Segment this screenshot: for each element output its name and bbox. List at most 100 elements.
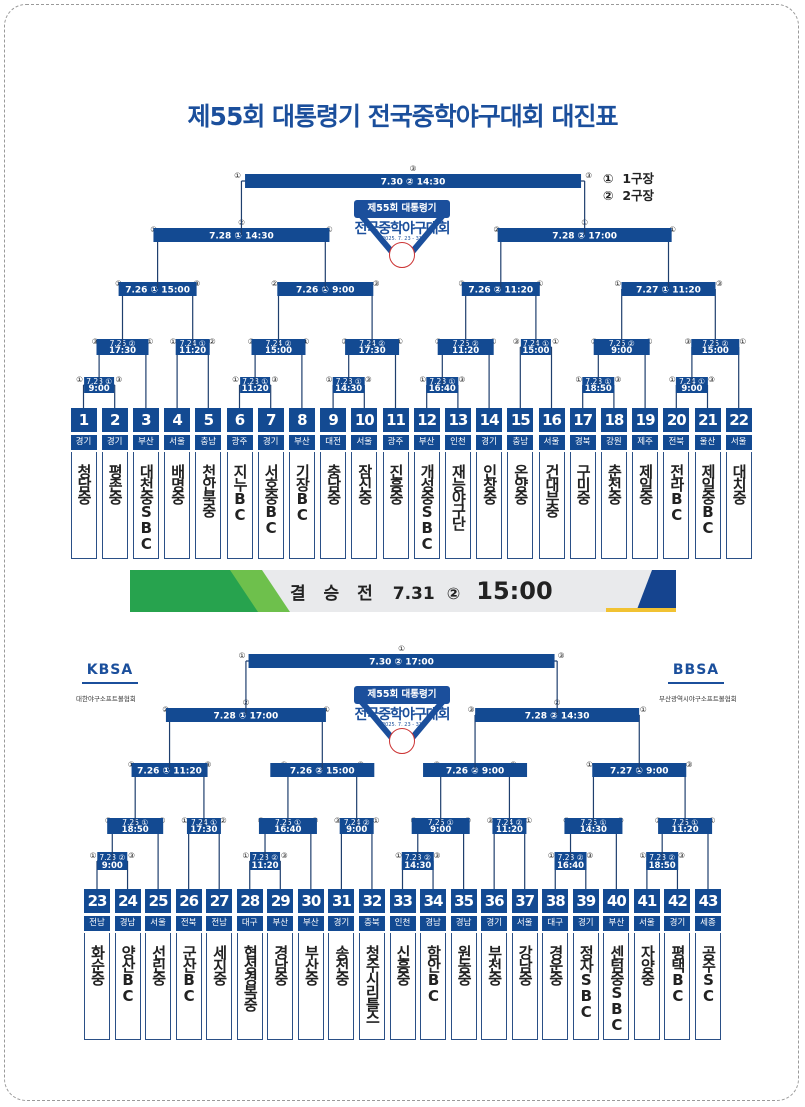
- field-mark: ①: [640, 705, 647, 714]
- match-time: 11:20: [496, 825, 523, 835]
- field-mark: ①: [396, 337, 403, 346]
- team-name: 정자SBC: [577, 945, 596, 1019]
- team-number: 32: [358, 889, 385, 913]
- match-time: 16:40: [274, 825, 301, 835]
- team-name: 공주SC: [699, 945, 718, 1003]
- team-region: 전북: [663, 435, 690, 450]
- team-number: 4: [164, 408, 191, 432]
- team-name-box: 선린중: [145, 933, 172, 1040]
- field-mark: ①: [525, 816, 532, 825]
- team-region: 경기: [481, 916, 508, 931]
- team-region: 광주: [226, 435, 253, 450]
- team-name-box: 청담중: [70, 452, 97, 559]
- field-mark: ②: [271, 279, 278, 288]
- legend-item-1: ① 1구장: [603, 171, 655, 186]
- team-number: 38: [542, 889, 569, 913]
- team-name-box: 대치중: [725, 452, 752, 559]
- team-name: 재능야구단: [449, 464, 468, 529]
- field-mark: ③: [341, 337, 348, 346]
- field-mark: ①: [398, 644, 405, 653]
- field-mark: ③: [686, 760, 693, 769]
- tournament-emblem: 제55회 대통령기 전국중학야구대회 2025. 7. 23 - 31: [342, 186, 462, 271]
- team-name: 부천중: [485, 945, 504, 984]
- match-time: 18:50: [122, 825, 149, 835]
- field-mark: ③: [205, 760, 212, 769]
- field-mark: ①: [181, 816, 188, 825]
- field-mark: ①: [640, 851, 647, 860]
- team-name-box: 협성경복중: [236, 933, 263, 1040]
- match-time: 18:50: [585, 384, 612, 394]
- match-box: [248, 654, 555, 668]
- field-mark: ①: [242, 851, 249, 860]
- match-time: 18:50: [649, 861, 676, 871]
- team-name-box: 센텀중SBC: [603, 933, 630, 1040]
- page-frame: [4, 4, 799, 1101]
- team-number: 3: [132, 408, 159, 432]
- team-region: 강원: [600, 435, 627, 450]
- team-number: 42: [664, 889, 691, 913]
- match-schedule: 7.26 ② 15:00: [290, 767, 355, 777]
- team-number: 13: [444, 408, 471, 432]
- team-name: 부산중: [302, 945, 321, 984]
- match-schedule: 7.27 ① 9:00: [610, 767, 668, 777]
- emblem-title: 제55회 대통령기: [354, 686, 450, 704]
- team-name-box: 재능야구단: [444, 452, 471, 559]
- team-region: 부산: [603, 916, 630, 931]
- team-name-box: 정자SBC: [572, 933, 599, 1040]
- field-mark: ①: [548, 851, 555, 860]
- match-schedule: 7.28 ① 17:00: [214, 712, 279, 722]
- team-number: 17: [569, 408, 596, 432]
- team-name-box: 전라BC: [663, 452, 690, 559]
- kbsa-logo: KBSA: [80, 658, 140, 694]
- team-name-box: 청주시리틀스: [358, 933, 385, 1040]
- team-name-box: 개성중SBC: [413, 452, 440, 559]
- field-mark: ③: [558, 651, 565, 660]
- team-region: 세종: [695, 916, 721, 931]
- team-region: 경기: [664, 916, 691, 931]
- team-region: 경기: [328, 916, 355, 931]
- team-number: 40: [603, 889, 630, 913]
- team-name: 잠신중: [355, 464, 374, 503]
- emblem-date: 2025. 7. 23 - 31: [382, 236, 422, 242]
- field-mark: ③: [92, 337, 99, 346]
- team-region: 인천: [444, 435, 471, 450]
- team-region: 서울: [538, 435, 565, 450]
- team-region: 서울: [164, 435, 191, 450]
- match-time: 14:30: [404, 861, 431, 871]
- team-name-box: 제일중BC: [694, 452, 721, 559]
- team-name-box: 평촌중: [101, 452, 128, 559]
- team-number: 23: [84, 889, 110, 913]
- field-mark: ③: [334, 816, 341, 825]
- match-time: 11:20: [452, 346, 479, 356]
- team-name: 평택BC: [668, 945, 687, 1003]
- team-number: 22: [725, 408, 752, 432]
- field-mark: ③: [513, 337, 520, 346]
- team-number: 14: [476, 408, 503, 432]
- final-field: ②: [446, 584, 461, 603]
- match-time: 15:00: [265, 346, 292, 356]
- team-name-box: 건대부중: [538, 452, 565, 559]
- team-name: 원동중: [455, 945, 474, 984]
- team-region: 전북: [175, 916, 202, 931]
- team-number: 5: [195, 408, 222, 432]
- field-mark: ③: [115, 375, 122, 384]
- team-number: 31: [328, 889, 355, 913]
- team-region: 울산: [694, 435, 721, 450]
- match-time: 16:40: [429, 384, 456, 394]
- team-region: 경기: [101, 435, 128, 450]
- team-region: 경기: [476, 435, 503, 450]
- field-mark: ①: [739, 337, 746, 346]
- final-label: 결 승 전: [290, 584, 379, 604]
